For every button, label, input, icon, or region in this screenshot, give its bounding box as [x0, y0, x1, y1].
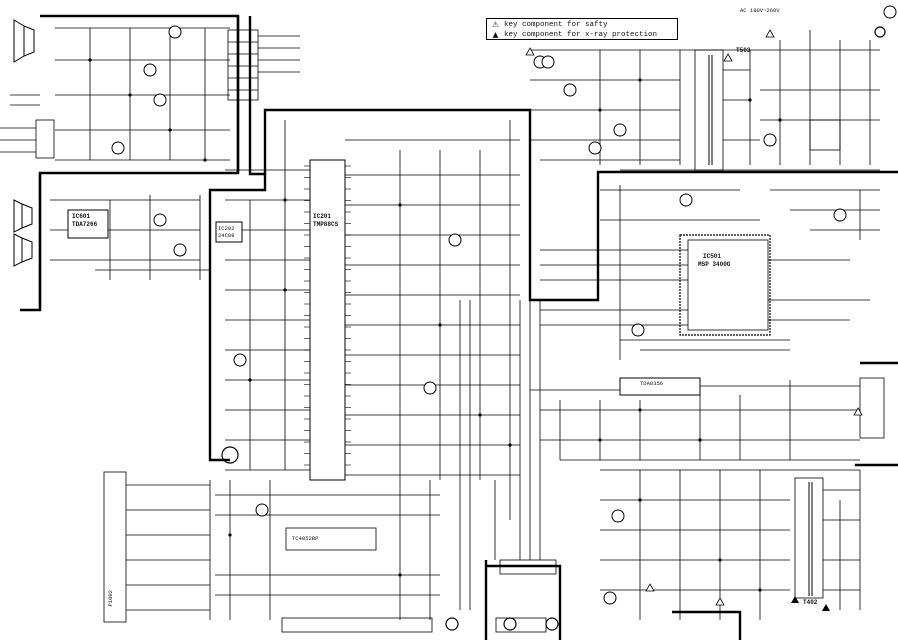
wiring: [0, 27, 885, 633]
main-ic-part: TMP88CS: [313, 221, 339, 228]
audio-amp-ic-body: [67, 209, 109, 239]
smps-transformer-ref: T402: [803, 599, 818, 606]
sound-processor-ic-body: [679, 234, 771, 336]
board-outlines: [20, 14, 898, 640]
audio-amp-part: TDA7266: [72, 221, 98, 228]
ac-input-label: AC 180V~260V: [740, 7, 780, 14]
legend-safety-text: key component for safty: [504, 21, 608, 29]
crt-socket-pins: [221, 26, 886, 631]
speaker-left-top: [13, 19, 35, 63]
transformer-core: [708, 55, 813, 596]
eeprom-ic-body: [215, 221, 243, 243]
fbt-ref: T503: [736, 47, 751, 54]
junction-dots: [88, 58, 782, 592]
transistors: [111, 5, 897, 605]
xray-markers: [791, 596, 830, 611]
legend-row-xray: ▲ key component for x-ray protection: [491, 30, 673, 40]
video-switch-part: TC4052BP: [292, 535, 319, 542]
warning-triangle-icon: ⚠: [492, 20, 499, 29]
safety-markers: [525, 29, 863, 606]
audio-amp-ref: IC601: [72, 213, 91, 220]
legend-xray-text: key component for x-ray protection: [504, 31, 658, 39]
legend-box: ⚠ key component for safty ▲ key componen…: [486, 18, 678, 40]
speaker-left-mid: [13, 199, 33, 267]
eeprom-part: 24C08: [218, 232, 235, 239]
main-ic-body: [304, 159, 351, 481]
legend-row-safety: ⚠ key component for safty: [491, 20, 673, 30]
sound-ic-part: MSP 3400G: [698, 261, 731, 268]
main-ic-ref: IC201: [313, 213, 332, 220]
av-panel-ref: P1002: [107, 590, 114, 607]
sound-ic-ref: IC501: [703, 253, 722, 260]
vert-ic-part: TDA8356: [640, 380, 664, 387]
eeprom-ref: IC202: [218, 225, 235, 232]
filled-triangle-icon: ▲: [492, 30, 499, 39]
vertical-deflection-ic-body: [619, 377, 701, 396]
